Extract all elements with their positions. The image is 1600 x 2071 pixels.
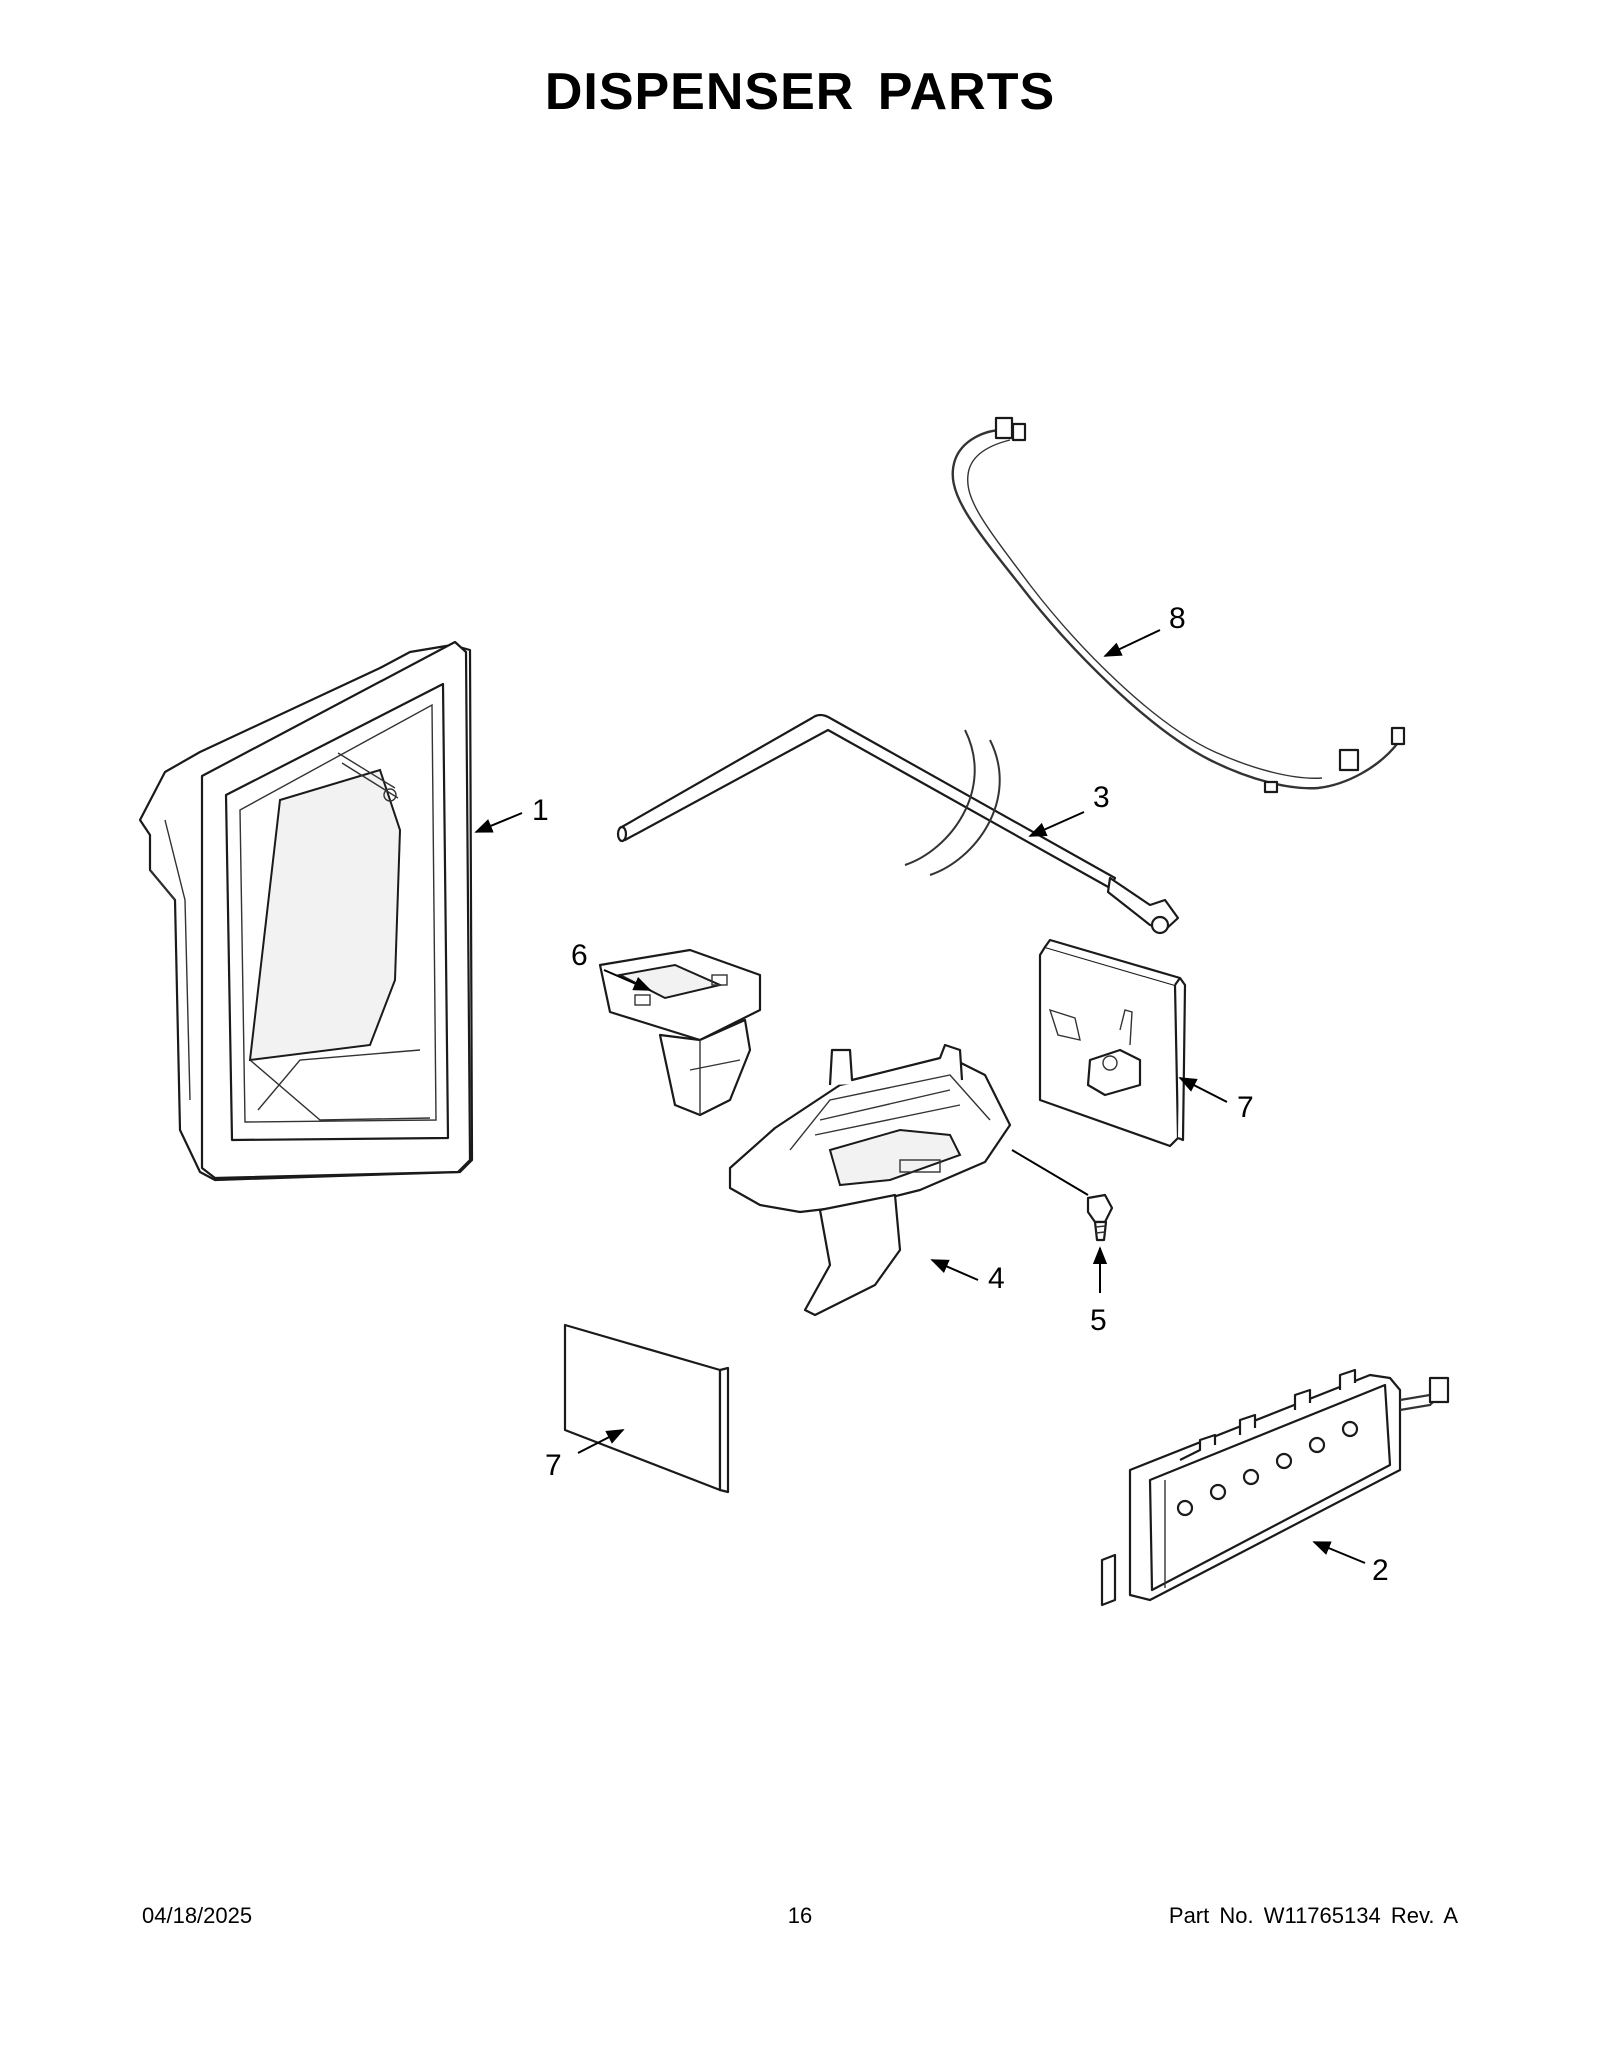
callout-label: 4: [988, 1262, 1005, 1295]
part-8-wire-harness: [951, 416, 1406, 794]
callout-1: 1: [474, 794, 549, 833]
callout-label: 1: [532, 794, 549, 827]
callout-4: 4: [930, 1259, 1005, 1295]
part-6-cover: [598, 948, 762, 1117]
callout-label: 8: [1169, 602, 1186, 635]
callout-5: 5: [1090, 1246, 1108, 1337]
part-3-water-tube: [616, 713, 1180, 935]
footer-page-number: 16: [787, 1903, 813, 1928]
part-7-panel-upper: [1038, 938, 1187, 1148]
part-2-control-panel: [1100, 1368, 1450, 1607]
callout-label: 2: [1372, 1554, 1389, 1587]
callout-label: 7: [1237, 1091, 1254, 1124]
callout-2: 2: [1312, 1541, 1389, 1587]
callout-3: 3: [1028, 781, 1110, 837]
callout-7-upper: 7: [1178, 1077, 1254, 1124]
part-5-screw: [1011, 1149, 1114, 1242]
callout-label: 3: [1093, 781, 1110, 814]
part-4-dispenser-module: [728, 1043, 1012, 1317]
page-title: DISPENSER PARTS: [544, 63, 1056, 121]
callout-label: 5: [1090, 1304, 1107, 1337]
callout-6: 6: [571, 939, 652, 991]
callout-label: 6: [571, 939, 588, 972]
part-7-pad-lower: [563, 1323, 730, 1494]
footer-date: 04/18/2025: [142, 1903, 253, 1928]
part-1-dispenser-housing: [138, 640, 474, 1182]
callout-8: 8: [1103, 602, 1186, 657]
callout-label: 7: [545, 1449, 562, 1482]
callout-7-lower: 7: [545, 1429, 625, 1482]
footer-part-number: Part No. W11765134 Rev. A: [1168, 1903, 1458, 1928]
